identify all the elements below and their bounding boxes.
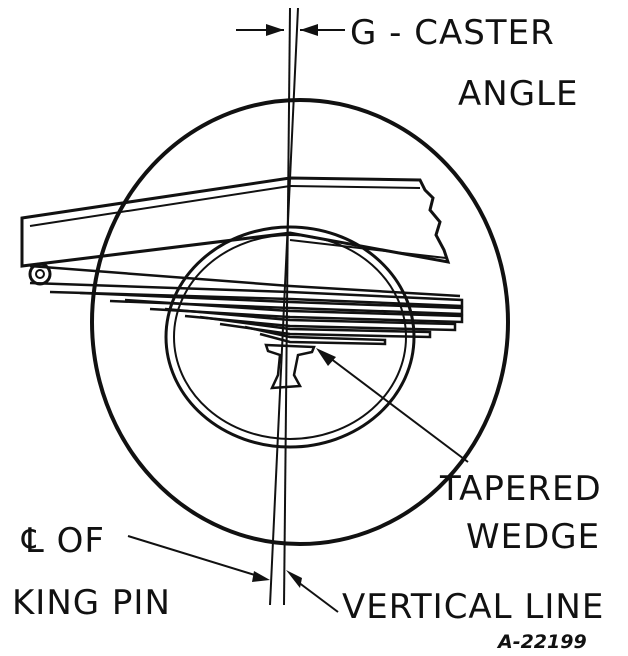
tire-outer <box>90 98 510 546</box>
bottom-angle-arrows <box>252 570 302 588</box>
kingpin-leader <box>127 535 259 577</box>
tapered-wedge <box>264 343 316 390</box>
figure-number: A-22199 <box>496 631 587 653</box>
king-pin-centerline <box>269 7 299 606</box>
axle-beam <box>20 176 451 268</box>
tapered-wedge-label-line1: TAPERED <box>439 469 602 509</box>
vertical-line-label: VERTICAL LINE <box>342 587 604 627</box>
caster-angle-label-line1: G - CASTER <box>350 13 555 53</box>
kingpin-label-line1: ℄ OF <box>21 521 105 561</box>
vertical-reference-line <box>283 7 291 606</box>
caster-angle-arrows <box>236 24 345 36</box>
caster-angle-label-line2: ANGLE <box>458 74 578 114</box>
kingpin-label-line2: KING PIN <box>12 583 171 623</box>
wedge-leader <box>316 348 469 463</box>
tapered-wedge-label-line2: WEDGE <box>466 517 600 557</box>
vertical-line-leader <box>297 581 339 613</box>
